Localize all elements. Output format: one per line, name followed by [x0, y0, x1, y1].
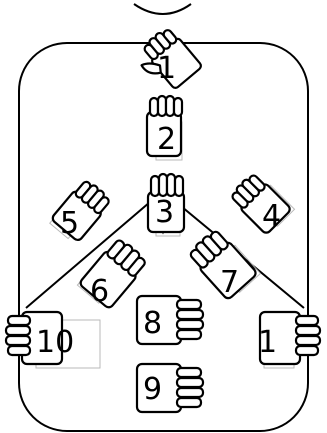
top-arc: [134, 4, 191, 14]
hand-label-center-top: 2: [157, 122, 176, 157]
hand-label-top: 1: [157, 51, 176, 86]
hand-label-left-edge: 10: [36, 325, 74, 360]
hand-label-right-edge: 1: [258, 325, 277, 360]
hand-label-upper-right: 4: [262, 199, 281, 234]
hand-label-center-middle: 3: [155, 195, 174, 230]
hand-label-center-bottom: 9: [143, 372, 162, 407]
hand-label-center-lower: 8: [143, 306, 162, 341]
hand-label-mid-right: 7: [220, 265, 239, 300]
hand-label-mid-left: 6: [90, 274, 109, 309]
hand-5-upper-left: [48, 177, 113, 245]
hand-label-upper-left: 5: [60, 206, 79, 241]
